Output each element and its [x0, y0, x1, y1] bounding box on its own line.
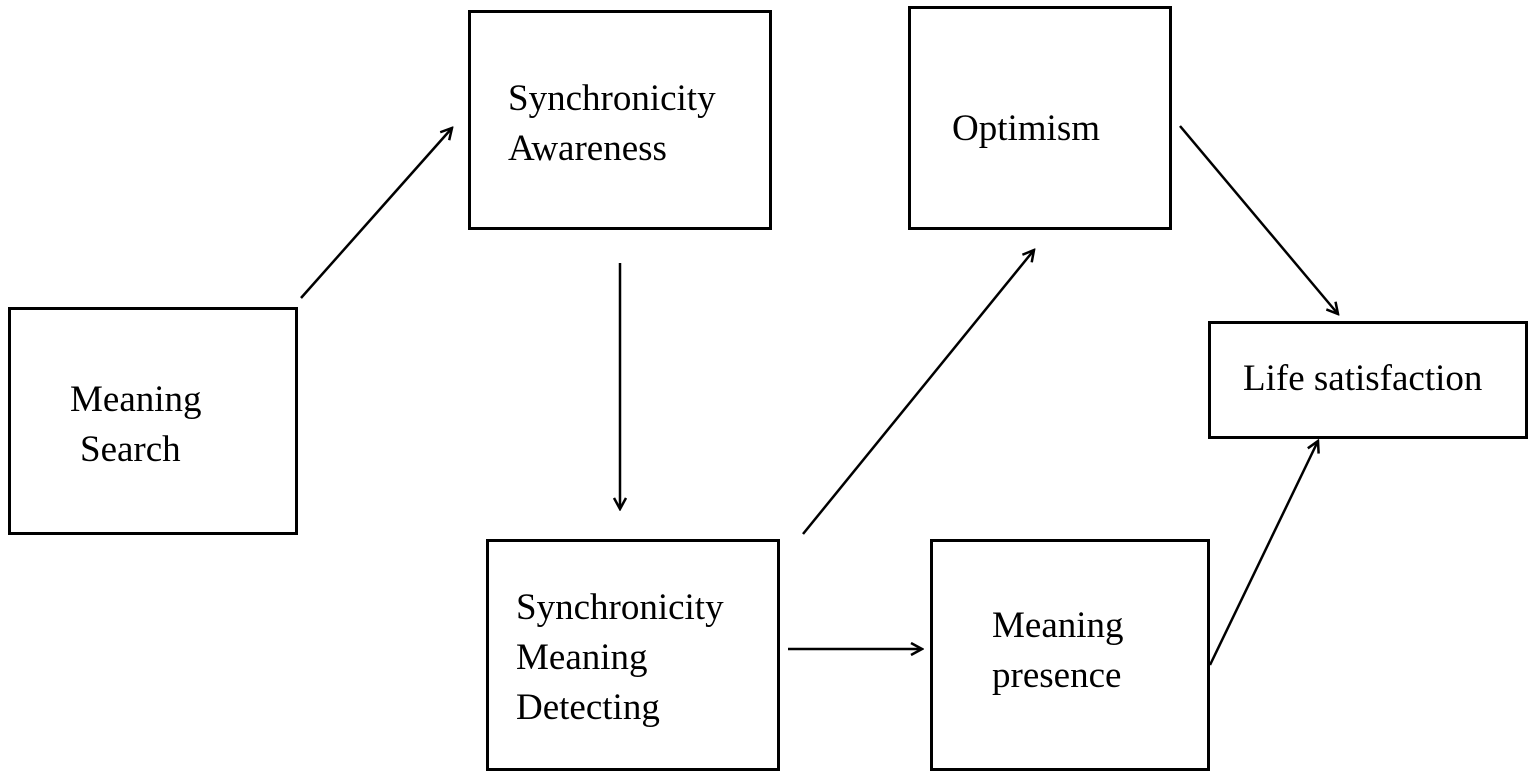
label-synchronicity-meaning-detecting: Synchronicity Meaning Detecting — [516, 587, 724, 728]
node-synchronicity-meaning-detecting — [486, 539, 780, 771]
label-synchronicity-awareness: Synchronicity Awareness — [508, 78, 716, 169]
node-optimism — [908, 6, 1172, 230]
label-meaning-search: Meaning Search — [70, 379, 202, 470]
label-meaning-presence: Meaning presence — [992, 605, 1124, 696]
arrow-optimism-to-life-satisfaction — [1179, 125, 1338, 314]
label-life-satisfaction: Life satisfaction — [1243, 358, 1483, 399]
arrow-synchronicity-meaning-detecting-to-optimism — [802, 250, 1034, 535]
node-meaning-search — [8, 307, 298, 535]
node-synchronicity-awareness — [468, 10, 772, 230]
label-optimism: Optimism — [952, 108, 1101, 149]
node-life-satisfaction — [1208, 321, 1528, 439]
arrow-meaning-presence-to-life-satisfaction — [1208, 441, 1318, 666]
arrow-meaning-search-to-synchronicity-awareness — [300, 128, 452, 299]
node-meaning-presence — [930, 539, 1210, 771]
